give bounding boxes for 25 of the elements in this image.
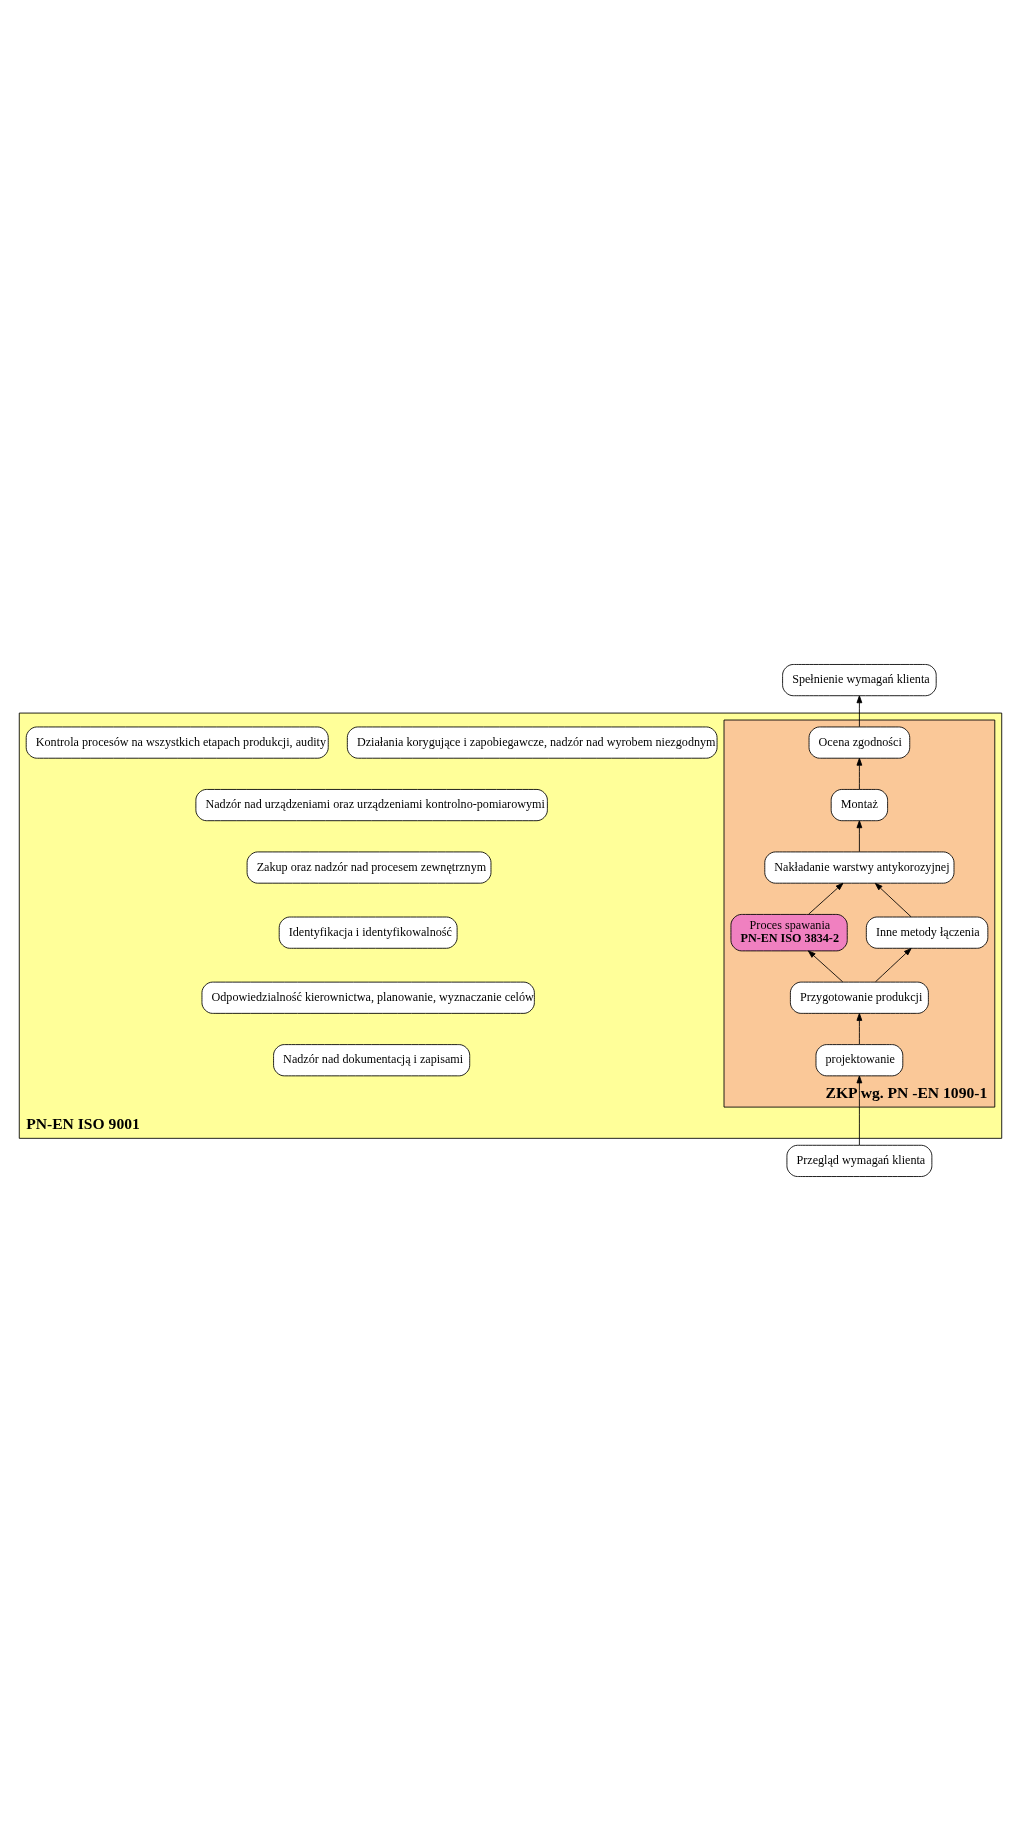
arrow [875, 948, 912, 983]
arrow [856, 695, 863, 728]
node-box: Zakup oraz nadzór nad procesem zewnętrznym [246, 851, 492, 884]
node-box: Montaż [830, 789, 889, 822]
arrow [807, 950, 844, 983]
node-box: Przygotowanie produkcji [789, 981, 929, 1014]
node-box: Identyfikacja i identyfikowalność [278, 916, 458, 949]
node-box: Działania korygujące i zapobiegawcze, nadzór nad wyrobem niezgodnym [346, 726, 718, 759]
node-box: Inne metody łączenia [865, 916, 989, 949]
node-box: Ocena zgodności [808, 726, 911, 759]
node-box: Nadzór nad dokumentacją i zapisami [273, 1044, 471, 1077]
node-box: Nadzór nad urządzeniami oraz urządzeniami kontrolno-pomiarowymi [195, 789, 548, 822]
arrow [856, 820, 863, 853]
arrow [874, 882, 912, 918]
node-box: projektowanie [815, 1044, 904, 1077]
arrow [856, 757, 863, 790]
arrow [856, 1013, 863, 1045]
node-box: Spełnienie wymagań klienta [782, 664, 937, 697]
arrow [808, 882, 844, 915]
node-box: Kontrola procesów na wszystkich etapach produkcji, audity [25, 726, 329, 759]
arrow [856, 1075, 863, 1146]
node-box: Proces spawania PN-EN ISO 3834-2 [730, 914, 848, 952]
node-box: Nakładanie warstwy antykorozyjnej [764, 851, 955, 884]
node-box: Przegląd wymagań klienta [786, 1144, 933, 1177]
node-box: Odpowiedzialność kierownictwa, planowanie, wyznaczanie celów [201, 981, 535, 1014]
